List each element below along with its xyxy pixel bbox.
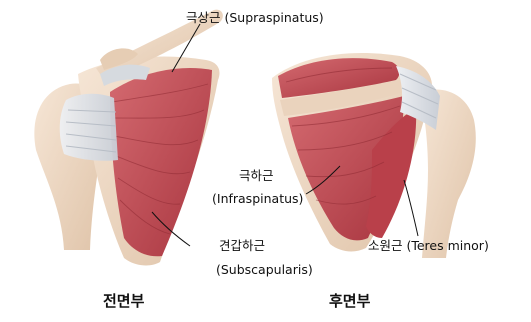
label-infraspinatus-ko: 극하근 bbox=[239, 170, 274, 183]
label-subscapularis-ko: 견갑하근 bbox=[219, 240, 265, 253]
back-view-illustration bbox=[272, 53, 476, 258]
label-teres-minor: 소원근 (Teres minor) bbox=[368, 240, 489, 253]
label-subscapularis-en: (Subscapularis) bbox=[216, 264, 313, 277]
front-subscapularis-muscle bbox=[110, 68, 212, 256]
label-supraspinatus: 극상근 (Supraspinatus) bbox=[186, 12, 324, 25]
front-view-illustration bbox=[34, 10, 223, 266]
leader-teres-minor bbox=[404, 180, 418, 236]
view-title-front: 전면부 bbox=[103, 294, 144, 309]
view-title-back: 후면부 bbox=[329, 294, 370, 309]
label-infraspinatus-en: (Infraspinatus) bbox=[212, 193, 303, 206]
